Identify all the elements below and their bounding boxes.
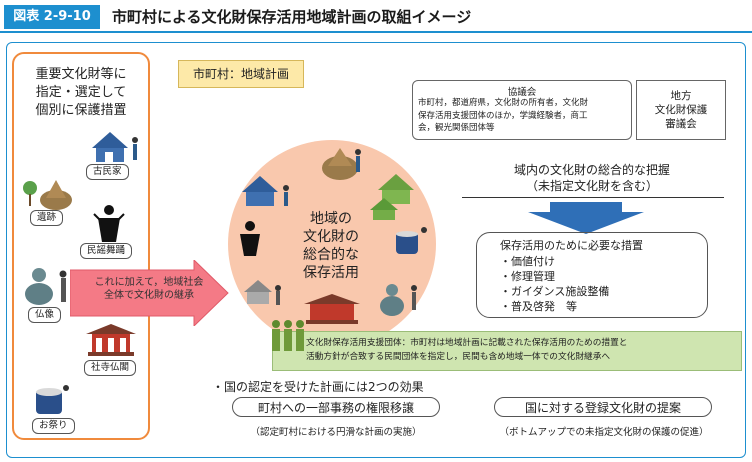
measure-item: ・普及啓発 等	[500, 300, 577, 313]
circle-green-house-icon	[370, 174, 414, 220]
circle-house-icon	[242, 176, 289, 206]
down-arrow-icon	[528, 202, 644, 234]
buddha-statue-icon	[25, 268, 67, 305]
municipality-plan-label: 市町村：地域計画	[178, 60, 304, 88]
figure-title: 市町村による文化財保存活用地域計画の取組イメージ	[112, 8, 472, 26]
item-label-temple: 社寺仏閣	[84, 360, 137, 376]
item-label-festival: お祭り	[32, 418, 75, 434]
effect-delegation-box: 町村への一部事務の権限移譲	[232, 397, 440, 417]
left-panel-title: 重要文化財等に 指定・選定して 個別に保護措置	[35, 67, 127, 118]
council-box	[412, 80, 632, 140]
measure-item: ・修理管理	[500, 270, 555, 283]
measure-item: ・ガイダンス施設整備	[500, 285, 610, 298]
circle-label: 地域の 文化財の 総合的な 保存活用	[303, 211, 359, 281]
support-group-text: 文化財保存活用支援団体：市町村は地域計画に記載された保存活用のための措置と 活動…	[306, 338, 628, 362]
council-members: 市町村，都道府県，文化財の所有者，文化財 保存活用支援団体のほか，学識経験者，商…	[418, 98, 589, 133]
diagram-frame	[6, 42, 746, 458]
effect-proposal-note: （ボトムアップでの未指定文化財の保護の促進）	[499, 427, 709, 438]
effect-delegation-note: （認定町村における円滑な計画の実施）	[250, 427, 422, 438]
effects-intro: ・国の認定を受けた計画には2つの効果	[212, 380, 424, 394]
circle-gray-house-icon	[244, 280, 281, 305]
people-group-icon	[272, 320, 304, 351]
comprehensive-grasp-text: 域内の文化財の総合的な把握 （未指定文化財を含む）	[513, 163, 670, 193]
item-label-folk-dance: 民謡舞踊	[80, 243, 133, 259]
item-label-old-house: 古民家	[86, 164, 129, 180]
measures-box	[476, 232, 708, 318]
figure-tag: 図表 2-9-10	[4, 5, 100, 29]
title-rule	[0, 31, 752, 33]
circle-buddha-icon	[380, 284, 417, 316]
support-group-bar	[272, 331, 742, 371]
circle-temple-icon	[304, 294, 360, 324]
measures-title: 保存活用のために必要な措置	[500, 239, 643, 252]
continuation-arrow	[70, 260, 229, 326]
circle-icons	[240, 148, 427, 324]
item-label-ruins: 遺跡	[30, 210, 64, 226]
grasp-underline	[462, 197, 724, 198]
circle-ruins-icon	[322, 148, 361, 180]
festival-icon	[36, 385, 69, 414]
folk-dance-icon	[93, 205, 125, 242]
council-title: 協議会	[507, 87, 537, 98]
circle-dancer-icon	[240, 221, 260, 256]
old-house-icon	[92, 132, 138, 162]
continuation-arrow-text: これに加えて，地域社会 全体で文化財の継承	[94, 277, 204, 301]
ruins-icon	[23, 180, 72, 210]
measure-item: ・価値付け	[500, 255, 555, 268]
item-label-buddha: 仏像	[28, 307, 62, 323]
circle-drum-icon	[396, 227, 427, 254]
effect-proposal-box: 国に対する登録文化財の提案	[494, 397, 712, 417]
temple-icon	[86, 324, 136, 356]
review-board-box: 地方 文化財保護 審議会	[636, 80, 726, 140]
